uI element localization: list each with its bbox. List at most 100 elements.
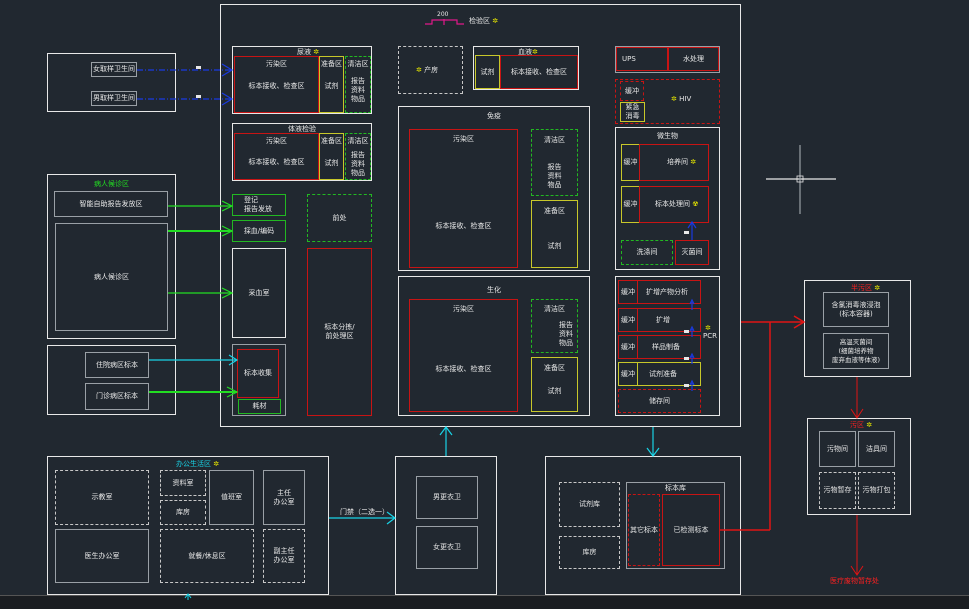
pcr-section[interactable]: ✲ PCR [615,276,720,416]
storeroom[interactable]: 库房 [559,536,620,569]
pcr-row-2[interactable]: 缓冲 扩增 [618,308,701,332]
outpatient-specimen[interactable]: 门诊病区标本 [85,383,149,410]
immunity-prep-zone[interactable]: 准备区 试剂 [531,200,578,268]
rest-area[interactable]: 就餐/休息区 [160,529,254,583]
doctor-office[interactable]: 医生办公室 [55,529,149,583]
specimen-sort-area[interactable]: 标本分拣/ 前处理区 [307,248,372,416]
zone-text: 资料 [547,172,562,180]
biochem-prep-zone[interactable]: 准备区 试剂 [531,357,578,412]
immunity-clean-zone[interactable]: 清洁区 报告 资料 物品 [531,129,578,196]
hiv-lab[interactable]: ✲ HIV [615,79,720,124]
culture-room[interactable]: 培养间 ✲ [639,144,709,181]
marker-small [196,66,201,69]
tool-room[interactable]: 洁具间 [858,431,895,467]
male-washroom[interactable]: 男取样卫生间 [91,91,137,106]
zone-text: 物品 [559,339,573,347]
specimen-collection-block[interactable] [232,344,286,416]
urine-prep-zone[interactable]: 准备区 试剂 [319,56,344,113]
urine-section[interactable]: 尿液 ✲ [232,46,372,114]
pcr-row-4[interactable]: 缓冲 试剂准备 [618,362,701,386]
female-washroom[interactable]: 女取样卫生间 [91,62,137,77]
director-office[interactable]: 主任 办公室 [263,470,305,525]
waste-pack-room[interactable]: 污物打包 [858,472,895,509]
inspection-area[interactable]: 检验区 ✲ [220,4,741,427]
tube-coding-room[interactable]: 採血/编码 [232,220,286,242]
autoclave-room[interactable]: 高温灭菌间 (细菌培养物 废弃血液等体液) [823,333,889,369]
blood-section[interactable]: 血液✲ [473,46,579,90]
section-title: 标本库 [665,484,686,492]
urine-title: 尿液 ✲ [297,48,320,56]
pcr-storage[interactable]: 储存间 [618,389,701,413]
duty-room[interactable]: 值班室 [209,470,254,525]
zone-text: 资料 [559,330,573,338]
body-fluid-dirty-zone[interactable]: 污染区 标本接收、检查区 [234,133,319,180]
store-block[interactable] [545,456,741,595]
ups-room[interactable]: UPS [616,47,668,71]
room-label: 紧急 消毒 [625,103,640,120]
male-locker[interactable]: 男更衣卫 [416,476,478,519]
tested-specimens[interactable]: 已检测标本 [662,494,720,566]
demo-room[interactable]: 示教室 [55,470,149,525]
washroom-block[interactable] [47,53,176,112]
reagent-store[interactable]: 试剂库 [559,482,620,527]
command-bar [0,595,969,609]
room-label: 扩增产物分析 [646,288,688,296]
patient-waiting-room[interactable]: 病人候诊区 [55,223,168,331]
crosshair-cursor [766,145,836,214]
microbiology-section[interactable]: 微生物 [615,127,720,270]
storage-room[interactable]: 库房 [160,500,206,525]
production-room[interactable]: ✲ 产房 [398,46,463,94]
urine-dirty-zone[interactable]: 污染区 标本接收、检查区 [234,56,319,113]
zone-text: 标本接收、检查区 [435,365,492,373]
zone-text: 标本接收、检查区 [435,222,492,230]
female-locker[interactable]: 女更衣卫 [416,526,478,569]
other-specimens[interactable]: 其它标本 [628,494,660,566]
specimen-store[interactable]: 标本库 [626,482,725,569]
biochem-section[interactable]: 生化 [398,276,590,416]
biochem-dirty-zone[interactable]: 污染区 标本接收、检查区 [409,299,518,412]
hiv-emergency[interactable]: 紧急 消毒 [620,102,645,122]
body-fluid-prep-zone[interactable]: 准备区 试剂 [319,133,344,180]
registration-room[interactable]: 登记 报告发放 [232,194,286,216]
vice-director-office[interactable]: 副主任 办公室 [263,529,305,583]
body-fluid-section[interactable]: 体液检验 [232,123,372,181]
inpatient-specimen[interactable]: 住院病区标本 [85,352,149,378]
data-room[interactable]: 资料室 [160,470,206,496]
locker-block[interactable] [395,456,497,595]
body-fluid-clean-zone[interactable]: 清洁区 报告 资料 物品 [345,133,371,180]
hiv-buffer[interactable]: 缓冲 [620,81,644,101]
blood-reagent[interactable]: 试剂 [475,55,500,89]
waiting-area[interactable]: 病人候诊区 [47,174,176,339]
wash-room[interactable]: 洗涤间 [621,240,673,265]
marker-small [196,95,201,98]
specimen-collection-room[interactable]: 标本收集 [237,349,279,398]
urine-clean-zone[interactable]: 清洁区 报告 资料 物品 [345,56,371,113]
pcr-row-3[interactable]: 缓冲 样品制备 [618,335,701,359]
micro-buffer-2[interactable]: 缓冲 [621,186,640,223]
blood-draw-room[interactable]: 采血室 [232,248,286,338]
medical-waste-destination: 医疗废物暂存处 [830,577,879,585]
room-label: 副主任 办公室 [273,547,295,564]
immunity-section[interactable]: 免疫 [398,106,590,271]
buffer-label: 缓冲 [621,370,635,378]
waste-room[interactable]: 污物间 [819,431,856,467]
pre-room[interactable]: 前处 [307,194,372,242]
waste-temp-store[interactable]: 污物暂存 [819,472,856,509]
sterilize-room[interactable]: 灭菌间 [675,240,709,265]
room-label: 试剂准备 [649,370,677,378]
biochem-clean-zone[interactable]: 清洁区 报告 资料 物品 [531,299,578,353]
blood-specimen-area[interactable]: 标本接收、检查区 [500,55,578,89]
room-label: 含氯消毒液浸泡 (标本容器) [831,300,881,318]
immunity-dirty-zone[interactable]: 污染区 标本接收、检查区 [409,129,518,268]
disinfect-soak-room[interactable]: 含氯消毒液浸泡 (标本容器) [823,292,889,327]
water-treatment-room[interactable]: 水处理 [668,47,719,71]
specimen-process-room[interactable]: 标本处理间 ☢ [639,186,709,223]
zone-text: 报告 [559,321,573,329]
buffer-label: 缓冲 [621,316,635,324]
zone-text: 试剂 [324,82,339,90]
self-service-area[interactable]: 智能自助报告发放区 [54,191,168,217]
pcr-row-1[interactable]: 缓冲 扩增产物分析 [618,280,701,304]
supplies-room[interactable]: 耗材 [238,399,281,414]
star-icon: ✲ [671,95,677,103]
micro-buffer-1[interactable]: 缓冲 [621,144,640,181]
